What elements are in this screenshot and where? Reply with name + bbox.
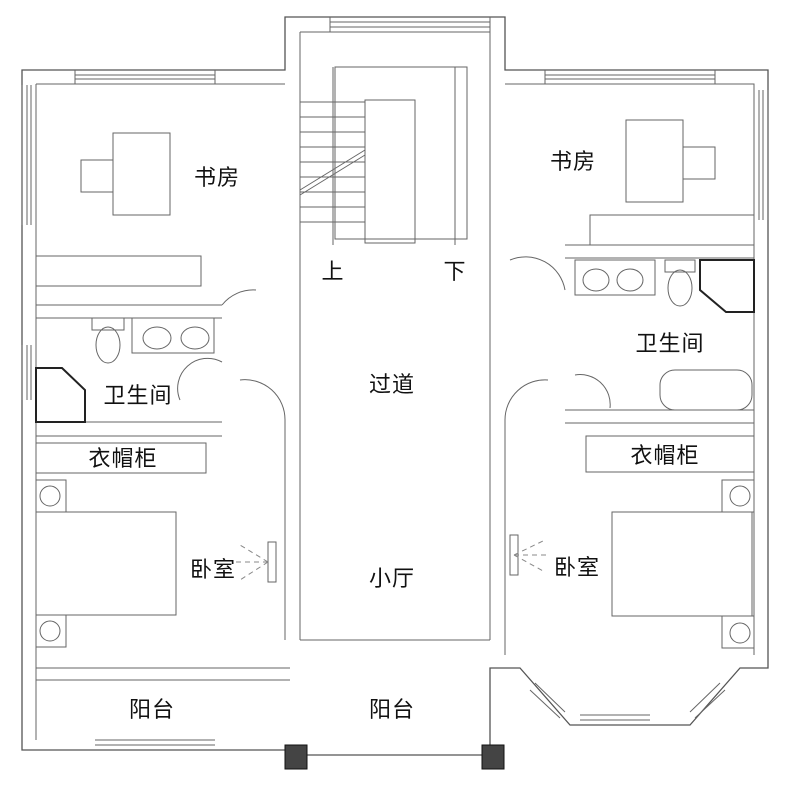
furniture-right [504, 119, 755, 649]
room-label-closet-left: 衣帽柜 [88, 447, 158, 472]
staircase[interactable] [299, 66, 468, 245]
room-label-bedroom-right: 卧室 [553, 556, 601, 581]
windows [21, 17, 769, 746]
pillar-left [284, 744, 308, 770]
room-label-balcony-left: 阳台 [128, 698, 176, 723]
room-label-bath-left: 卫生间 [103, 384, 173, 409]
stair-up-label: 上 [321, 260, 345, 285]
room-label-closet-right: 衣帽柜 [630, 444, 700, 469]
room-label-study-right: 书房 [549, 150, 597, 175]
room-label-balcony-center: 阳台 [368, 698, 416, 723]
pillar-right [481, 744, 505, 770]
room-label-study-left: 书房 [193, 166, 241, 191]
room-label-corridor: 过道 [368, 373, 416, 398]
room-label-bedroom-left: 卧室 [189, 558, 237, 583]
stair-down-label: 下 [443, 260, 467, 285]
room-label-small-hall: 小厅 [368, 567, 416, 592]
furniture-left [35, 132, 286, 648]
room-label-bath-right: 卫生间 [635, 332, 705, 357]
